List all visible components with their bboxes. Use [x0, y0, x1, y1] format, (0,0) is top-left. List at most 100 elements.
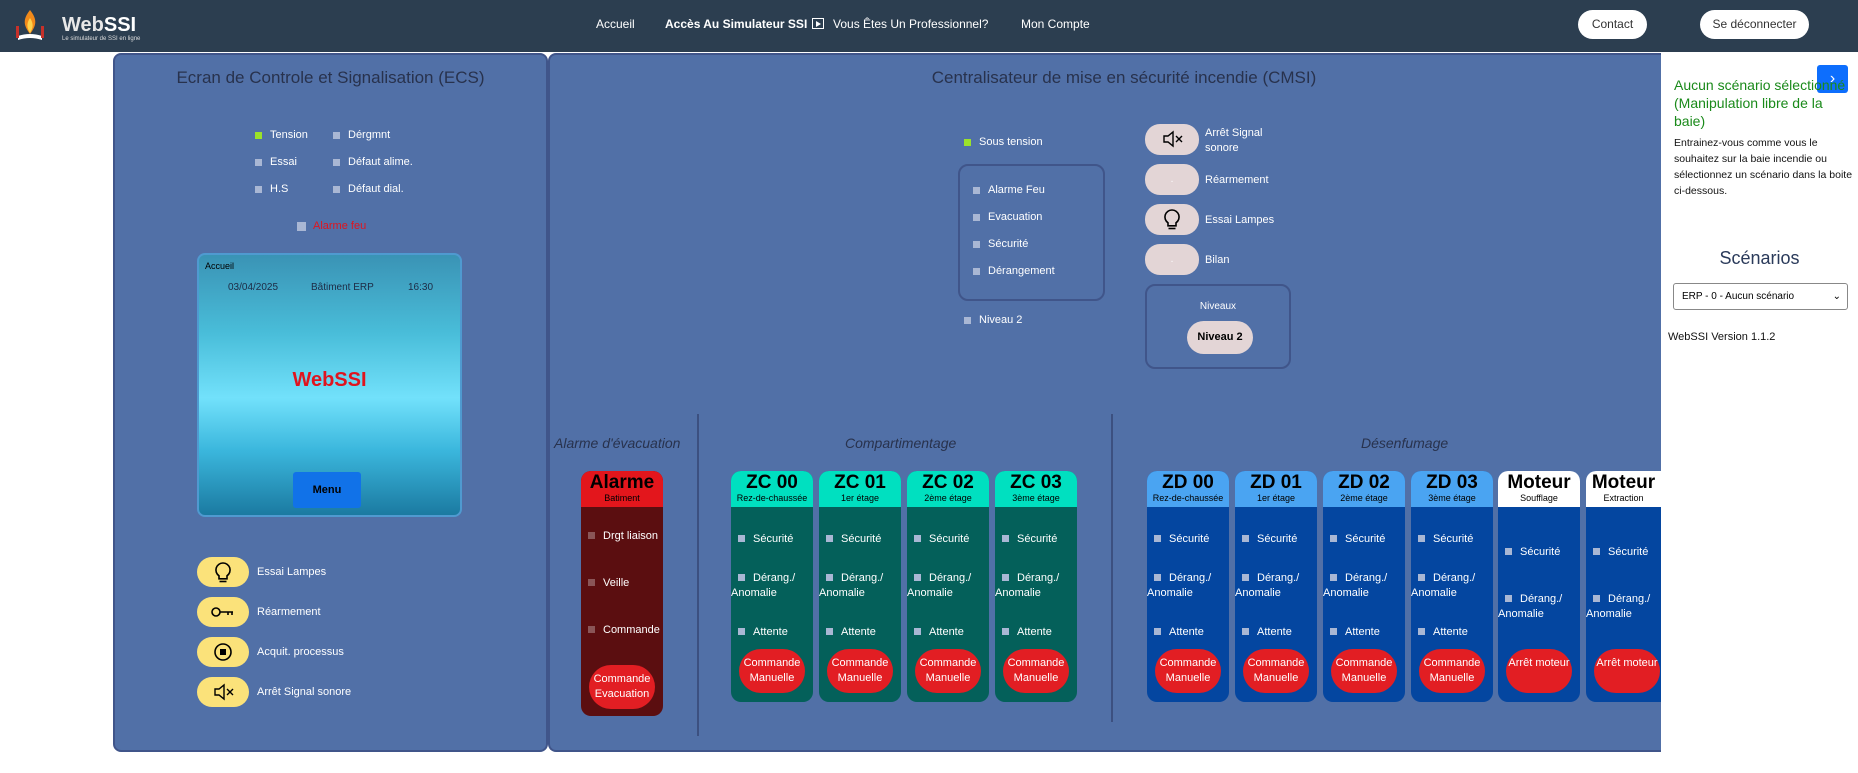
commande-manuelle-button[interactable]: Commande Manuelle — [915, 649, 981, 693]
alarme-column: Alarme Batiment Drgt liaison Veille Comm… — [581, 471, 663, 716]
securite-item: Sécurité — [1147, 532, 1229, 547]
hs-led — [255, 186, 262, 193]
logout-button[interactable]: Se déconnecter — [1700, 10, 1809, 39]
arret-signal-button[interactable] — [197, 677, 249, 707]
derang-item: Dérang./ Anomalie — [1147, 572, 1212, 599]
chevron-down-icon: ⌄ — [1832, 291, 1841, 302]
section-separator — [1111, 414, 1113, 722]
drgt-liaison-item: Drgt liaison — [581, 529, 663, 544]
commande-manuelle-button[interactable]: Commande Manuelle — [827, 649, 893, 693]
menu-button[interactable]: Menu — [293, 472, 361, 508]
niveaux-box — [1145, 284, 1291, 369]
version-label: WebSSI Version 1.1.2 — [1668, 331, 1776, 343]
defaut-dial-label: Défaut dial. — [348, 183, 404, 195]
websi-logo[interactable]: WebSSI Le simulateur de SSI en ligne — [10, 6, 140, 46]
attente-item: Attente — [1235, 625, 1317, 640]
arret-moteur-button[interactable]: Arrêt moteur — [1594, 649, 1660, 693]
section-separator — [697, 414, 699, 736]
nav-mon-compte[interactable]: Mon Compte — [1021, 17, 1090, 31]
attente-item: Attente — [819, 625, 901, 640]
bilan-button[interactable]: . — [1145, 244, 1199, 275]
acquit-processus-button[interactable] — [197, 637, 249, 667]
commande-manuelle-button[interactable]: Commande Manuelle — [1003, 649, 1069, 693]
securite-item: Sécurité — [1235, 532, 1317, 547]
defaut-alim-led — [333, 159, 340, 166]
alarme-feu-status-led — [973, 187, 980, 194]
arret-moteur-button[interactable]: Arrêt moteur — [1506, 649, 1572, 693]
attente-item: Attente — [1323, 625, 1405, 640]
mute-icon — [214, 683, 234, 701]
cmsi-essai-lampes-button[interactable] — [1145, 204, 1199, 235]
nav-professionnel[interactable]: Vous Êtes Un Professionnel? — [833, 17, 989, 31]
rearmement-button[interactable] — [197, 597, 249, 627]
screen-header: Accueil — [205, 261, 235, 271]
screen-time: 16:30 — [408, 282, 434, 293]
commande-manuelle-button[interactable]: Commande Manuelle — [1331, 649, 1397, 693]
contact-button[interactable]: Contact — [1578, 10, 1647, 39]
lightbulb-icon — [215, 562, 231, 583]
securite-item: Sécurité — [1323, 532, 1405, 547]
collapse-sidebar-button[interactable]: › — [1817, 65, 1848, 93]
essai-label: Essai — [270, 156, 297, 168]
scenario-title: Aucun scénario sélectionné (Manipulation… — [1674, 77, 1846, 129]
attente-item: Attente — [995, 625, 1077, 640]
scenarios-heading: Scénarios — [1719, 248, 1800, 268]
attente-item: Attente — [1147, 625, 1229, 640]
securite-item: Sécurité — [1498, 545, 1580, 560]
logo-text: WebSSI — [62, 14, 137, 36]
derang-item: Dérang./ Anomalie — [1411, 572, 1476, 599]
essai-lampes-label: Essai Lampes — [257, 566, 327, 578]
niveau-label: Niveau 2 — [979, 314, 1023, 326]
ecs-title: Ecran de Controle et Signalisation (ECS) — [176, 68, 485, 87]
commande-manuelle-button[interactable]: Commande Manuelle — [739, 649, 805, 693]
ecs-screen: Accueil 03/04/2025 Bâtiment ERP 16:30 We… — [197, 253, 462, 517]
derang-item: Dérang./ Anomalie — [907, 572, 972, 599]
lightbulb-icon — [1164, 209, 1180, 230]
sous-tension-label: Sous tension — [979, 136, 1043, 148]
derangement-led — [973, 268, 980, 275]
commande-manuelle-button[interactable]: Commande Manuelle — [1155, 649, 1221, 693]
scenario-select[interactable]: ERP - 0 - Aucun scénario⌄ — [1673, 283, 1848, 310]
alarme-feu-status-label: Alarme Feu — [988, 184, 1045, 196]
evacuation-led — [973, 214, 980, 221]
nav-simulateur[interactable]: Accès Au Simulateur SSI — [665, 17, 825, 31]
status-box — [958, 164, 1105, 301]
tension-led — [255, 132, 262, 139]
cmsi-arret-signal-button[interactable] — [1145, 124, 1199, 155]
cmsi-arret-signal-label: Arrêt Signal sonore — [1205, 127, 1263, 154]
securite-item: Sécurité — [819, 532, 901, 547]
derang-item: Dérang./ Anomalie — [1235, 572, 1300, 599]
essai-lampes-button[interactable] — [197, 557, 249, 587]
niveau-led — [964, 317, 971, 324]
securite-label: Sécurité — [988, 238, 1029, 250]
commande-manuelle-button[interactable]: Commande Manuelle — [1419, 649, 1485, 693]
play-icon — [812, 18, 825, 29]
hs-label: H.S — [270, 183, 289, 195]
securite-led — [973, 241, 980, 248]
defaut-dial-led — [333, 186, 340, 193]
nav-accueil[interactable]: Accueil — [596, 17, 635, 31]
derang-item: Dérang./ Anomalie — [995, 572, 1060, 599]
attente-item: Attente — [731, 625, 813, 640]
niveau-2-button[interactable]: Niveau 2 — [1187, 321, 1253, 354]
commande-evacuation-button[interactable]: Commande Evacuation — [589, 665, 655, 709]
essai-led — [255, 159, 262, 166]
evacuation-label: Evacuation — [988, 211, 1043, 223]
stop-circle-icon — [214, 643, 232, 661]
section-compartimentage: Compartimentage — [845, 435, 957, 451]
securite-item: Sécurité — [1586, 545, 1661, 560]
cmsi-rearmement-button[interactable]: . — [1145, 164, 1199, 195]
commande-manuelle-button[interactable]: Commande Manuelle — [1243, 649, 1309, 693]
alarme-feu-led — [297, 222, 306, 231]
bilan-label: Bilan — [1205, 254, 1230, 266]
